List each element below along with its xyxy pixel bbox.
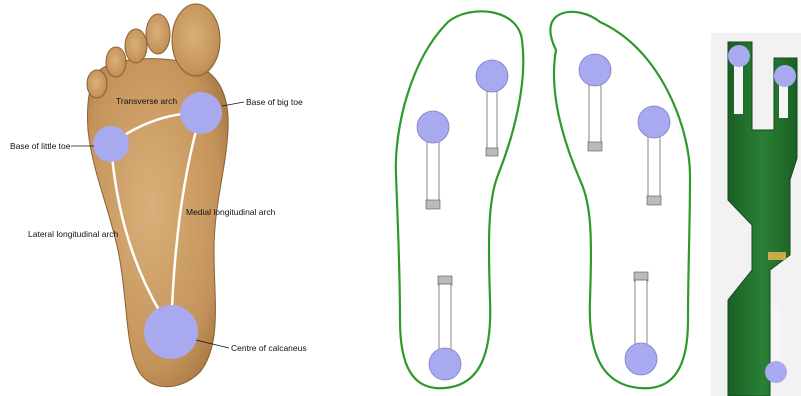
insole-right-sensor-1 — [579, 54, 611, 151]
label-calcaneus: Centre of calcaneus — [231, 343, 307, 353]
third-toe — [125, 29, 147, 63]
insole-right-sensor-3 — [625, 272, 657, 375]
label-transverse-arch: Transverse arch — [116, 96, 177, 106]
fourth-toe — [106, 47, 126, 77]
big-toe — [172, 4, 220, 76]
insole-right — [550, 12, 690, 388]
insole-left — [396, 11, 523, 388]
insole-left-sensor-1 — [476, 60, 508, 156]
insole-left-sensor-3 — [429, 276, 461, 380]
little-toe — [87, 70, 107, 98]
insole-right-outline — [550, 12, 690, 388]
label-lateral-arch: Lateral longitudinal arch — [28, 229, 119, 239]
sensor-calcaneus — [144, 305, 198, 359]
second-toe — [146, 14, 170, 54]
label-base-little-toe: Base of little toe — [10, 141, 71, 151]
pcb-connector — [768, 252, 786, 260]
foot-illustration: Transverse arch Base of big toe Base of … — [10, 4, 307, 387]
label-base-big-toe: Base of big toe — [246, 97, 303, 107]
insole-right-sensor-2 — [638, 106, 670, 205]
pcb-photo — [711, 33, 801, 396]
label-medial-arch: Medial longitudinal arch — [186, 207, 276, 217]
insole-left-sensor-2 — [417, 111, 449, 209]
sensor-base-big-toe — [180, 92, 222, 134]
sensor-base-little-toe — [93, 126, 129, 162]
